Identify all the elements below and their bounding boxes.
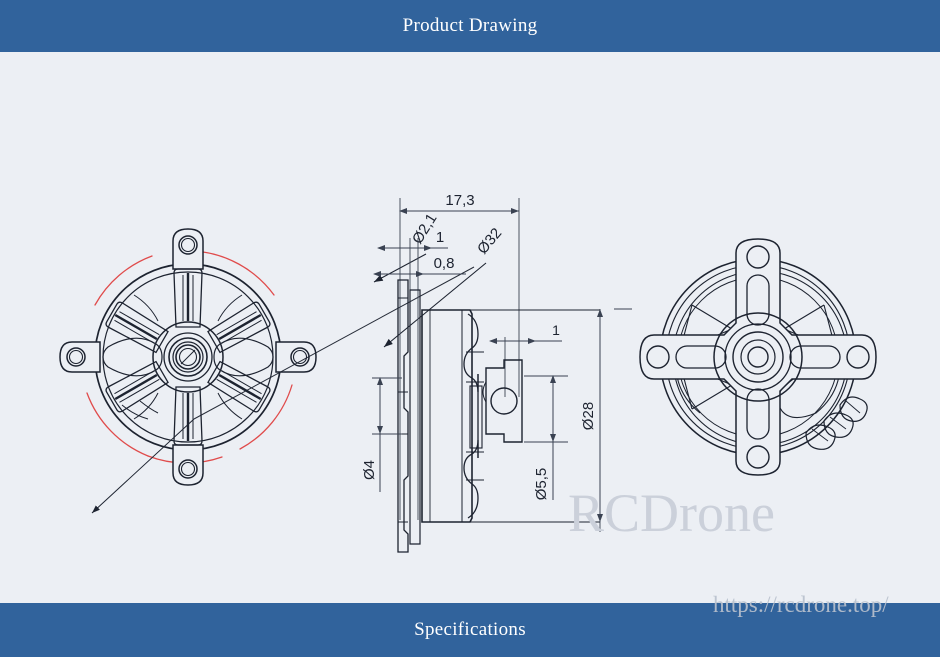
dimension-front-outer-32: Ø32 [383, 225, 505, 348]
rear-view-arm-slots [675, 274, 841, 440]
drawing-canvas: Ø2,1 Ø32 [0, 52, 940, 603]
rear-view-arm-holes [646, 245, 870, 469]
dimension-front-hole-2-1: Ø2,1 [373, 211, 441, 283]
dimension-length-17-3: 17,3 [399, 192, 519, 214]
side-view-bell-body [421, 309, 473, 523]
dimension-label-boss: Ø5,5 [533, 468, 550, 501]
rear-view-wire-exits [805, 396, 868, 450]
technical-drawing-svg: Ø2,1 Ø32 [59, 192, 877, 553]
mounting-lug-left [59, 341, 101, 373]
dimension-label-step-mid: 1 [552, 322, 560, 338]
footer-banner: Specifications [0, 603, 940, 657]
dimension-body-28: Ø28 [580, 309, 603, 522]
dimension-label-step-top: 1 [436, 229, 444, 246]
rear-view-drawing [639, 238, 877, 476]
front-view-mounting-lugs [59, 228, 317, 486]
dimension-step-1-mid: 1 [489, 322, 562, 344]
dimension-label-outer-diameter: Ø32 [474, 225, 505, 258]
mounting-lug-bottom [172, 444, 204, 486]
dimension-boss-5-5: Ø5,5 [524, 375, 568, 501]
front-view-center-hub [152, 321, 224, 393]
side-view-body-outline [397, 279, 600, 553]
leader-line-center-cross [193, 266, 475, 420]
dimension-label-length: 17,3 [445, 192, 474, 209]
side-view-boss-hole [490, 387, 518, 415]
leader-line-outer [383, 262, 487, 348]
front-view-drawing: Ø2,1 Ø32 [59, 211, 505, 514]
side-view-mount-plate [397, 279, 409, 553]
rear-view-center-hub [713, 312, 803, 402]
side-view-boss [485, 359, 523, 443]
dimension-label-shaft: Ø4 [361, 460, 378, 480]
mounting-lug-right [275, 341, 317, 373]
side-view-second-plate [409, 289, 421, 545]
side-view-drawing: 17,3 1 0,8 1 [361, 192, 603, 553]
specifications-title: Specifications [414, 619, 526, 640]
front-view-stator-arms [105, 268, 271, 446]
dimension-thickness-0-8: 0,8 [373, 255, 466, 277]
dimension-step-1-top: 1 [377, 229, 448, 251]
mounting-lug-top [172, 228, 204, 270]
front-view-reference-arcs [86, 250, 293, 464]
rear-view-cross-mount [639, 238, 877, 476]
dimension-label-body: Ø28 [580, 402, 597, 430]
leader-line-center-tail [91, 418, 195, 514]
dimension-shaft-4: Ø4 [361, 377, 402, 492]
header-banner: Product Drawing [0, 0, 940, 52]
dimension-label-thickness: 0,8 [434, 255, 455, 272]
page-title: Product Drawing [402, 15, 538, 36]
